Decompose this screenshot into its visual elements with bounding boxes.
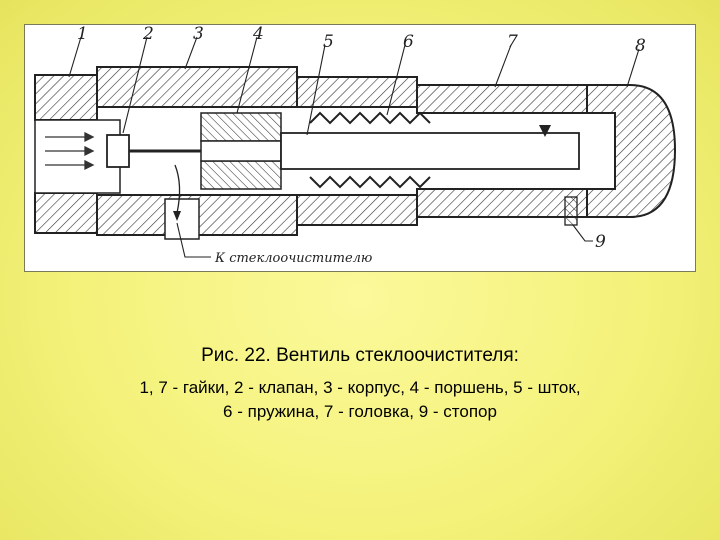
stopper-9 [564,196,578,226]
figure-caption-line-1: 1, 7 - гайки, 2 - клапан, 3 - корпус, 4 … [139,378,581,397]
piston-4 [200,112,282,190]
outlet-flow-arrow [174,164,181,214]
figure-caption-line-2: 6 - пружина, 7 - головка, 9 - стопор [223,402,497,421]
label-5: 5 [323,32,334,52]
flow-arrows [45,131,95,171]
figure-caption-title: Рис. 22. Вентиль стеклоочистителя: [201,345,519,366]
inlet-channel [34,119,121,194]
label-1: 1 [77,25,88,44]
valve-drawing: 1 2 3 4 5 6 7 8 9 К стеклоочистителю [24,24,696,272]
label-6: 6 [403,32,414,52]
leader-lines [68,36,640,258]
head-8 [586,84,677,218]
label-7: 7 [507,32,518,52]
outlet-label: К стеклоочистителю [214,251,372,266]
label-2: 2 [142,25,154,44]
body-3 [96,66,298,240]
label-8: 8 [635,36,646,56]
label-9: 9 [595,232,606,252]
stem-5 [200,125,580,170]
valve-2 [106,134,205,168]
label-3: 3 [193,25,204,44]
nut-1 [34,74,98,234]
label-4: 4 [252,25,264,44]
spring-6 [309,111,431,189]
